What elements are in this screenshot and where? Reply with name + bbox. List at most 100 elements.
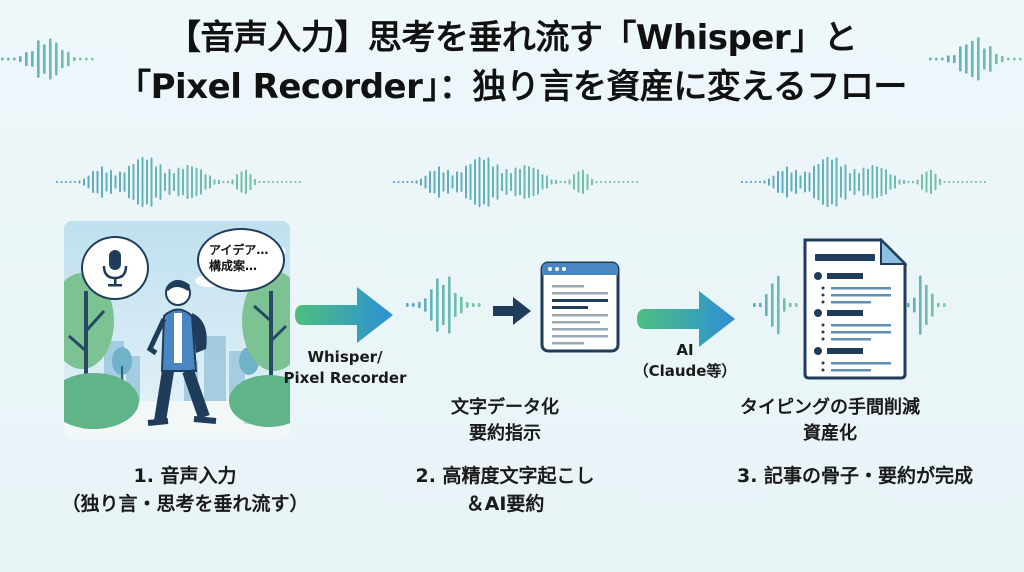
arrow1-label-line2: Pixel Recorder bbox=[283, 369, 407, 387]
waveform-bar bbox=[867, 168, 869, 196]
waveform-bar bbox=[460, 172, 463, 192]
waveform-bar bbox=[862, 167, 865, 197]
waveform-bar bbox=[412, 303, 415, 307]
waveform-bar bbox=[808, 172, 811, 192]
waveform-bar bbox=[87, 175, 90, 189]
waveform-bar bbox=[85, 57, 88, 61]
waveform-bar bbox=[31, 51, 34, 67]
flow-arrow-2 bbox=[637, 291, 735, 347]
waveform-bar bbox=[939, 178, 941, 186]
waveform-bar bbox=[627, 180, 629, 184]
waveform-bar bbox=[840, 166, 842, 198]
waveform-bar bbox=[741, 180, 743, 184]
waveform-bar bbox=[871, 165, 874, 199]
waveform-bar bbox=[582, 169, 584, 195]
waveform-bar bbox=[7, 57, 10, 61]
waveform-step2 bbox=[406, 276, 481, 334]
waveform-bar bbox=[984, 180, 986, 184]
waveform-bar bbox=[759, 302, 762, 308]
waveform-bar bbox=[1013, 57, 1016, 61]
waveform-bar bbox=[67, 51, 70, 67]
waveform-bar bbox=[128, 165, 130, 199]
waveform-bar bbox=[415, 180, 418, 184]
waveform-bar bbox=[970, 180, 973, 184]
waveform-bar bbox=[469, 163, 472, 201]
waveform-bar bbox=[218, 179, 220, 185]
waveform-bar bbox=[523, 165, 526, 199]
waveform-bar bbox=[424, 298, 427, 312]
illustration-walking-person: アイデア… 構成案… bbox=[64, 221, 290, 439]
waveform-bar bbox=[555, 179, 557, 185]
waveform-bar bbox=[294, 180, 297, 184]
waveform-bar bbox=[817, 163, 820, 201]
waveform-bar bbox=[898, 179, 901, 185]
waveform-bar bbox=[123, 172, 126, 192]
waveform-bar bbox=[929, 57, 932, 61]
waveform-bar bbox=[835, 157, 838, 207]
waveform-bar bbox=[591, 178, 593, 186]
waveform-row-left bbox=[56, 156, 301, 208]
waveform-bar bbox=[451, 175, 454, 189]
waveform-bar bbox=[96, 170, 99, 194]
waveform-bar bbox=[831, 159, 833, 205]
waveform-bar bbox=[420, 178, 422, 186]
waveform-bar bbox=[934, 173, 937, 191]
waveform-bar bbox=[191, 166, 193, 198]
waveform-bar bbox=[285, 180, 288, 184]
waveform-bar bbox=[957, 180, 959, 184]
waveform-bar bbox=[977, 37, 980, 81]
waveform-bar bbox=[577, 171, 580, 193]
waveform-bar bbox=[466, 302, 469, 308]
waveform-bar bbox=[876, 166, 878, 198]
waveform-bar bbox=[786, 166, 788, 198]
waveform-bar bbox=[609, 180, 611, 184]
waveform-bar bbox=[173, 172, 175, 192]
text-document-window-icon bbox=[540, 261, 620, 353]
flow-arrow-1 bbox=[295, 287, 393, 343]
waveform-bar bbox=[447, 169, 449, 194]
waveform-bar bbox=[907, 180, 910, 184]
waveform-bar bbox=[236, 174, 238, 190]
waveform-bar bbox=[903, 179, 905, 185]
waveform-bar bbox=[146, 159, 148, 205]
waveform-bar bbox=[438, 166, 440, 198]
waveform-bar bbox=[537, 169, 539, 195]
waveform-bar bbox=[501, 172, 503, 192]
waveform-bar bbox=[889, 174, 892, 190]
waveform-bar bbox=[771, 283, 774, 327]
waveform-bar bbox=[276, 180, 279, 184]
waveform-bar bbox=[826, 156, 829, 208]
article-outline-document-icon bbox=[803, 237, 908, 380]
waveform-bar bbox=[456, 171, 458, 193]
waveform-bar bbox=[937, 302, 940, 308]
waveform-bar bbox=[492, 166, 494, 198]
waveform-bar bbox=[186, 165, 189, 199]
waveform-bar bbox=[83, 178, 85, 186]
waveform-bar bbox=[894, 175, 896, 189]
waveform-bar bbox=[822, 159, 824, 205]
waveform-bar bbox=[935, 57, 938, 61]
step-1: 1. 音声入力 （独り言・思考を垂れ流す） bbox=[20, 462, 350, 518]
waveform-bar bbox=[37, 40, 40, 78]
waveform-bar bbox=[930, 169, 932, 195]
waveform-bar bbox=[754, 180, 757, 184]
waveform-bar bbox=[442, 172, 445, 192]
waveform-bar bbox=[586, 173, 589, 191]
waveform-bar bbox=[13, 57, 16, 61]
waveform-bar bbox=[424, 175, 427, 189]
waveform-bar bbox=[532, 167, 535, 197]
waveform-bar bbox=[912, 180, 914, 184]
waveform-bar bbox=[844, 164, 847, 200]
waveform-top-right bbox=[929, 37, 1022, 81]
waveform-bar bbox=[763, 180, 766, 184]
idea-speech-bubble: アイデア… 構成案… bbox=[197, 228, 285, 292]
step2-desc-line1: 文字データ化 bbox=[451, 397, 559, 418]
person-figure bbox=[146, 279, 217, 426]
waveform-bar bbox=[487, 157, 490, 207]
waveform-bar bbox=[595, 180, 598, 184]
waveform-bar bbox=[943, 180, 946, 184]
waveform-bar bbox=[290, 180, 292, 184]
waveform-bar bbox=[983, 48, 986, 70]
waveform-bar bbox=[231, 179, 234, 185]
waveform-bar bbox=[168, 168, 171, 196]
